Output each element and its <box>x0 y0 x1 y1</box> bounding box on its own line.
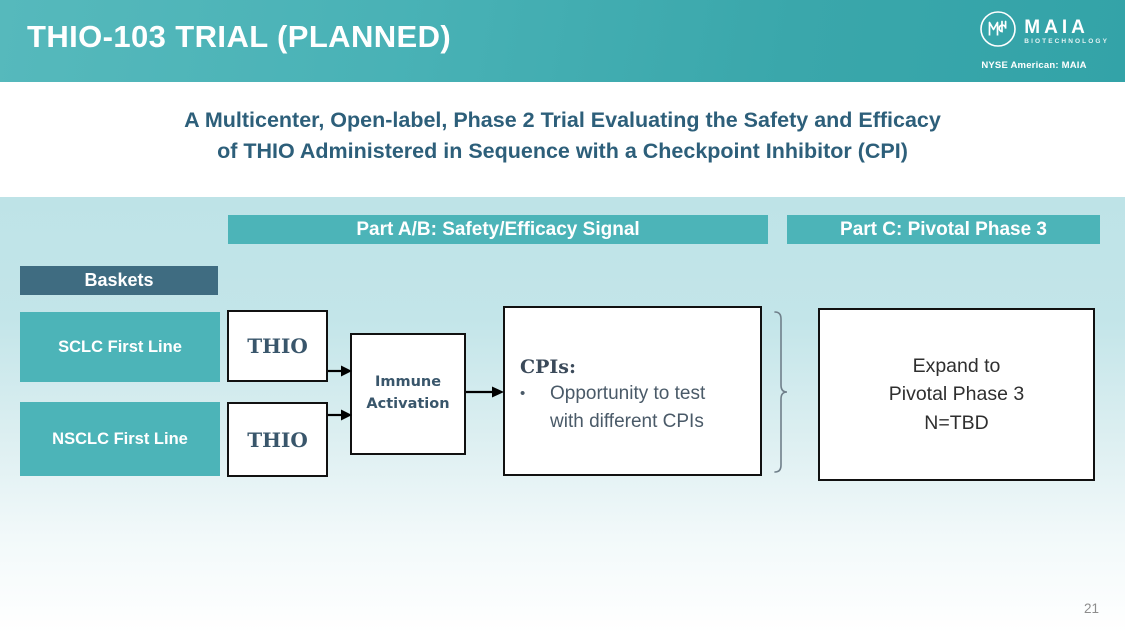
thio-box-nsclc: THIO <box>227 402 328 477</box>
cpi-bullet-text: Opportunity to test with different CPIs <box>550 380 705 436</box>
logo-wordmark: MAIA BIOTECHNOLOGY <box>1024 18 1109 46</box>
logo-brand-name: MAIA <box>1024 16 1089 38</box>
company-logo: MAIA BIOTECHNOLOGY NYSE American: MAIA <box>959 10 1109 71</box>
slide-subtitle: A Multicenter, Open-label, Phase 2 Trial… <box>0 105 1125 166</box>
bullet-icon: • <box>520 385 526 402</box>
arrow-immune-to-cpi <box>466 386 504 398</box>
header-band <box>0 0 1125 82</box>
section-header-part-c: Part C: Pivotal Phase 3 <box>787 215 1100 244</box>
expand-line-2: Pivotal Phase 3 <box>888 383 1025 406</box>
basket-nsclc-first-line: NSCLC First Line <box>20 402 220 476</box>
page-number: 21 <box>1083 601 1099 616</box>
immune-activation-line-2: Activation <box>366 396 450 412</box>
subtitle-line-2: of THIO Administered in Sequence with a … <box>217 138 908 163</box>
arrow-thio2-to-immune <box>328 409 352 421</box>
immune-activation-text: Immune Activation <box>366 372 449 416</box>
thio-box-sclc: THIO <box>227 310 328 382</box>
immune-activation-line-1: Immune <box>374 374 442 391</box>
expand-line-3: N=TBD <box>924 411 989 434</box>
cpi-box: CPIs: • Opportunity to test with differe… <box>503 306 762 476</box>
cpi-box-title: CPIs: <box>520 356 577 378</box>
maia-monogram-icon <box>979 10 1017 53</box>
logo-tagline: BIOTECHNOLOGY <box>1024 37 1109 45</box>
cpi-bullet-line-2: with different CPIs <box>550 411 704 432</box>
expand-box-text: Expand to Pivotal Phase 3 N=TBD <box>889 352 1025 437</box>
cpi-bullet-item: • Opportunity to test with different CPI… <box>520 380 756 436</box>
cpi-bullet-line-1: Opportunity to test <box>550 383 706 404</box>
brace-connector <box>774 311 788 473</box>
expand-pivotal-phase3-box: Expand to Pivotal Phase 3 N=TBD <box>818 308 1095 481</box>
section-header-part-ab: Part A/B: Safety/Efficacy Signal <box>228 215 768 244</box>
basket-sclc-first-line: SCLC First Line <box>20 312 220 382</box>
baskets-label: Baskets <box>20 266 218 295</box>
immune-activation-box: Immune Activation <box>350 333 466 455</box>
subtitle-line-1: A Multicenter, Open-label, Phase 2 Trial… <box>184 108 941 132</box>
stock-ticker-label: NYSE American: MAIA <box>981 60 1087 71</box>
arrow-thio1-to-immune <box>328 365 352 377</box>
logo-row: MAIA BIOTECHNOLOGY <box>959 10 1109 53</box>
page-title: THIO-103 TRIAL (PLANNED) <box>27 19 452 54</box>
expand-line-1: Expand to <box>912 355 1001 378</box>
